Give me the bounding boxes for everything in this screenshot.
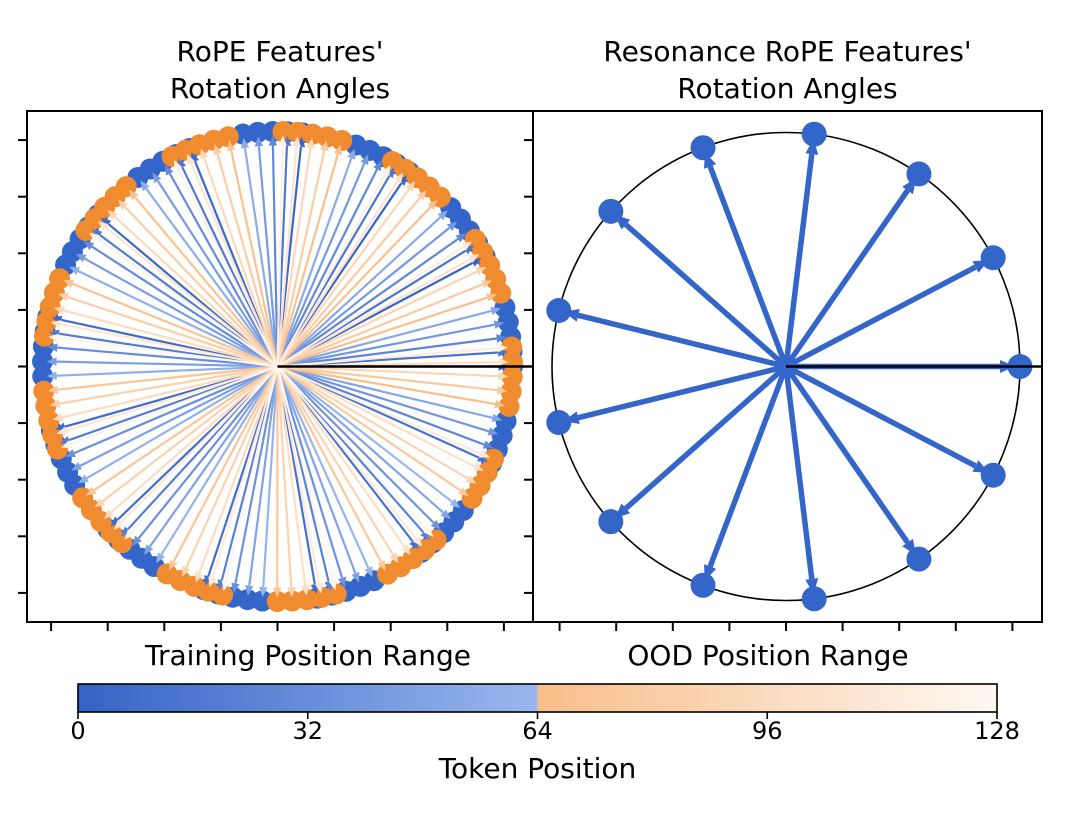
left-panel-title-line2: Rotation Angles (169, 72, 391, 105)
colorbar-tick-label: 128 (974, 717, 1020, 745)
left-token-dots (32, 121, 523, 612)
right-panel-title-line2: Rotation Angles (677, 72, 898, 105)
left-panel-title-line1: RoPE Features' (176, 35, 384, 68)
right-panel-plot (524, 110, 1043, 631)
colorbar (77, 683, 998, 719)
left-panel-plot (18, 110, 534, 631)
right-token-arrows (563, 139, 1015, 594)
colorbar-tick-label: 96 (751, 717, 783, 745)
colorbar-tick-label: 64 (522, 717, 553, 745)
colorbar-axis-label: Token Position (438, 752, 637, 785)
colorbar-tick-label: 0 (70, 717, 86, 745)
ood-range-label: OOD Position Range (627, 639, 909, 672)
training-range-label: Training Position Range (144, 639, 472, 672)
left-token-arrows (46, 135, 509, 598)
colorbar-tick-label: 32 (292, 717, 324, 745)
right-panel-title-line1: Resonance RoPE Features' (603, 35, 972, 68)
right-token-dots (546, 121, 1033, 612)
right-panel-title: Resonance RoPE Features' Rotation Angles (533, 33, 1042, 107)
left-panel-title: RoPE Features' Rotation Angles (27, 33, 533, 107)
